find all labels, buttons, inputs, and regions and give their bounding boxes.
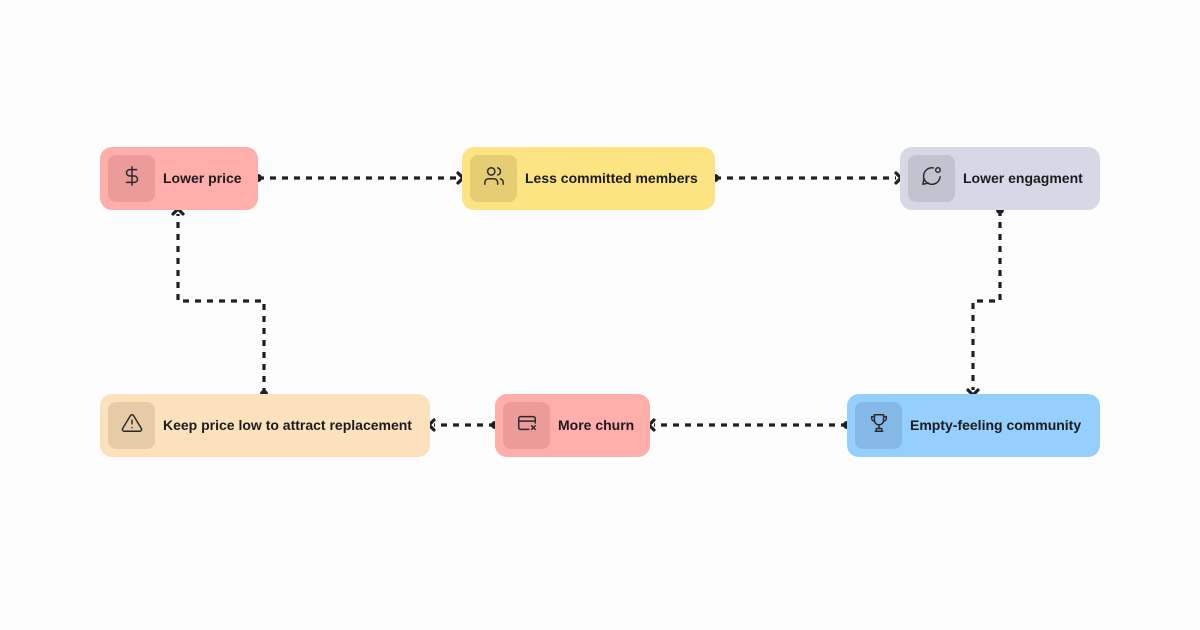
node-label: More churn bbox=[558, 417, 635, 433]
message-circle-icon bbox=[921, 165, 943, 192]
users-icon bbox=[483, 165, 505, 192]
node-lower-engagement: Lower engagment bbox=[900, 147, 1100, 210]
node-label: Less committed members bbox=[525, 170, 698, 186]
node-label: Empty-feeling community bbox=[910, 417, 1082, 433]
node-icon-box bbox=[108, 402, 155, 449]
node-keep-price-low: Keep price low to attract replacement bbox=[100, 394, 430, 457]
edge-keep-price-low-to-lower-price bbox=[176, 214, 266, 394]
node-icon-box bbox=[108, 155, 155, 202]
node-more-churn: More churn bbox=[495, 394, 650, 457]
trophy-icon bbox=[868, 412, 890, 439]
edge-lower-engagement-to-empty-community bbox=[971, 210, 1002, 390]
credit-card-x-icon bbox=[516, 412, 538, 439]
node-less-committed-members: Less committed members bbox=[462, 147, 715, 210]
warning-icon bbox=[121, 412, 143, 439]
node-icon-box bbox=[908, 155, 955, 202]
node-empty-feeling-community: Empty-feeling community bbox=[847, 394, 1100, 457]
node-icon-box bbox=[503, 402, 550, 449]
node-label: Lower engagment bbox=[963, 170, 1083, 186]
node-icon-box bbox=[470, 155, 517, 202]
node-label: Lower price bbox=[163, 170, 242, 186]
dollar-icon bbox=[121, 165, 143, 192]
node-lower-price: Lower price bbox=[100, 147, 258, 210]
node-icon-box bbox=[855, 402, 902, 449]
node-label: Keep price low to attract replacement bbox=[163, 417, 412, 433]
